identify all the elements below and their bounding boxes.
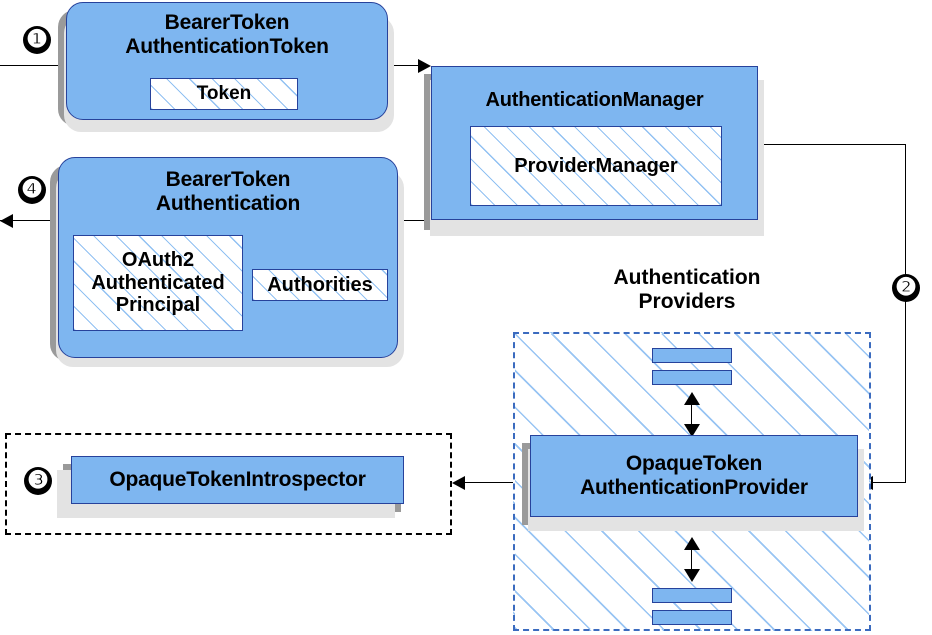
arrowhead-providers-top-up	[684, 392, 700, 405]
connector-request-in	[0, 65, 72, 66]
badge-step-4-label: ❹	[21, 176, 43, 203]
provider-placeholder-bottom-bar-2	[652, 610, 732, 625]
compartment-oauth2-authenticated-principal[interactable]: OAuth2 Authenticated Principal	[73, 235, 243, 331]
compartment-authorities[interactable]: Authorities	[252, 269, 388, 301]
bearer-token-authentication-title: BearerToken Authentication	[155, 168, 301, 215]
oauth2-principal-line-1: OAuth2	[121, 249, 195, 272]
badge-step-4: ❹	[19, 177, 45, 203]
arrowhead-result-out	[0, 214, 13, 228]
compartment-token-label: Token	[196, 83, 252, 105]
connector-providers-bottom	[691, 543, 692, 577]
compartment-provider-manager[interactable]: ProviderManager	[470, 126, 722, 206]
node-opaque-token-introspector[interactable]: OpaqueTokenIntrospector	[71, 456, 404, 504]
arrowhead-provider-to-introspector	[452, 476, 465, 490]
authentication-providers-label: Authentication Providers	[613, 266, 761, 313]
badge-step-1: ❶	[24, 27, 50, 53]
provider-placeholder-bottom-bar-1	[652, 588, 732, 603]
connector-providers-top	[691, 398, 692, 432]
arrowhead-providers-bottom-down	[684, 569, 700, 582]
badge-step-2-label: ❷	[895, 274, 917, 301]
badge-step-3-label: ❸	[27, 467, 49, 494]
badge-step-2: ❷	[893, 275, 919, 301]
arrowhead-providers-top-down	[684, 424, 700, 437]
group-introspector	[5, 433, 452, 535]
arrowhead-token-to-manager	[418, 59, 431, 73]
opaque-token-introspector-title: OpaqueTokenIntrospector	[109, 468, 366, 492]
provider-placeholder-top-bar-1	[652, 348, 732, 363]
compartment-authorities-label: Authorities	[267, 273, 373, 296]
bearer-token-authentication-token-title: BearerToken AuthenticationToken	[125, 11, 329, 58]
arrowhead-providers-bottom-up	[684, 537, 700, 550]
node-opaque-token-authentication-provider[interactable]: OpaqueToken AuthenticationProvider	[530, 435, 858, 517]
connector-provider-to-introspector	[464, 482, 530, 483]
connector-manager-to-providers-h2	[872, 482, 906, 483]
badge-step-1-label: ❶	[26, 26, 48, 53]
badge-step-3: ❸	[25, 468, 51, 494]
opaque-token-authentication-provider-title: OpaqueToken AuthenticationProvider	[580, 452, 808, 499]
authentication-manager-title: AuthenticationManager	[485, 89, 704, 111]
oauth2-principal-line-3: Principal	[115, 294, 201, 317]
oauth2-principal-line-2: Authenticated	[91, 271, 225, 294]
compartment-token[interactable]: Token	[150, 78, 298, 110]
connector-result-out	[0, 220, 62, 221]
connector-manager-to-result	[398, 220, 432, 221]
connector-manager-to-providers-v	[905, 144, 906, 482]
provider-placeholder-top-bar-2	[652, 370, 732, 385]
connector-manager-to-providers-h1	[758, 144, 906, 145]
compartment-provider-manager-label: ProviderManager	[514, 154, 678, 177]
connector-token-to-manager	[388, 65, 424, 66]
